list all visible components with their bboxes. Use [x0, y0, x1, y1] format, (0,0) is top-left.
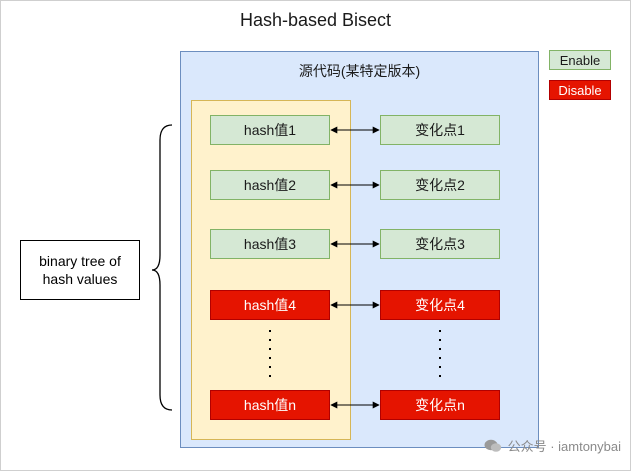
ellipsis-dots	[269, 330, 441, 383]
bidirectional-arrows	[330, 126, 380, 409]
change-node-n: 变化点n	[380, 390, 500, 420]
watermark: 公众号 · iamtonybai	[484, 436, 621, 455]
hash-node-1: hash值1	[210, 115, 330, 145]
hash-node-2: hash值2	[210, 170, 330, 200]
change-node-4: 变化点4	[380, 290, 500, 320]
legend-disable: Disable	[549, 80, 611, 100]
diagram-title: Hash-based Bisect	[239, 10, 392, 30]
binary-tree-label-line-2: hash values	[42, 271, 118, 287]
change-node-3: 变化点3	[380, 229, 500, 259]
curly-brace	[151, 124, 173, 411]
hash-node-n: hash值n	[210, 390, 330, 420]
watermark-text: 公众号 · iamtonybai	[507, 439, 621, 454]
binary-tree-label-box: binary tree of hash values	[20, 240, 140, 300]
binary-tree-label-line-1: binary tree of	[39, 253, 121, 269]
hash-values-panel	[191, 100, 351, 440]
change-node-1: 变化点1	[380, 115, 500, 145]
source-code-label: 源代码(某特定版本)	[298, 63, 421, 79]
legend-enable: Enable	[549, 50, 611, 70]
change-node-2: 变化点2	[380, 170, 500, 200]
wechat-icon	[484, 439, 501, 452]
hash-node-3: hash值3	[210, 229, 330, 259]
hash-node-4: hash值4	[210, 290, 330, 320]
